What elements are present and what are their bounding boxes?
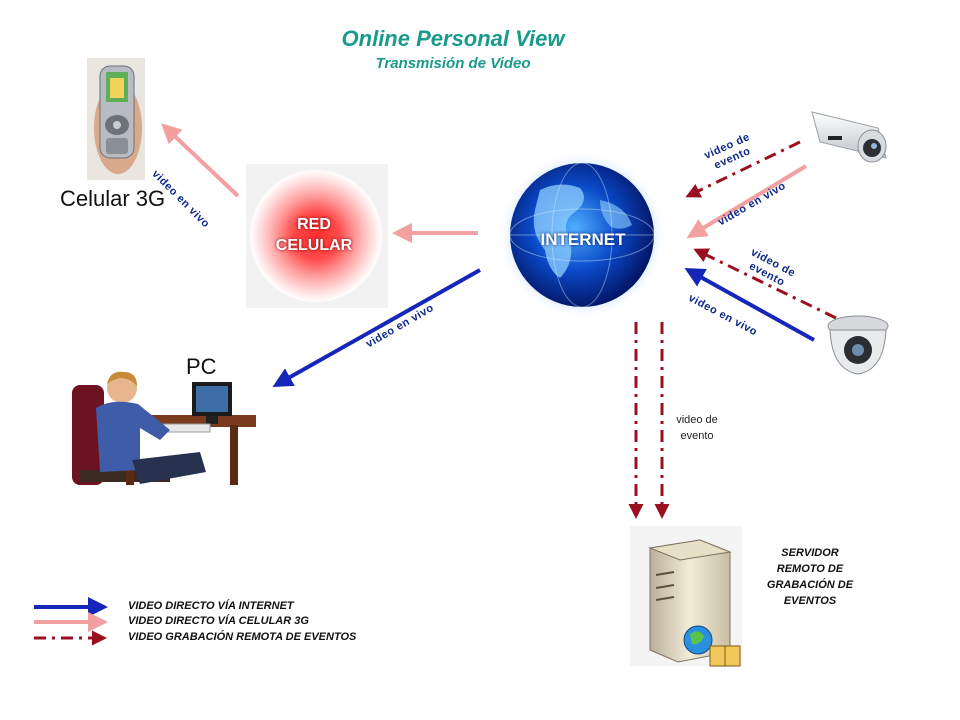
edge-label-server-event: video de evento: [676, 414, 718, 442]
server-label: SERVIDOR REMOTO DE GRABACIÓN DE EVENTOS: [766, 547, 854, 607]
edge-cam2-live: [684, 268, 815, 342]
pc-label: PC: [186, 354, 217, 379]
bullet-camera-icon: [811, 111, 887, 163]
legend-item-event: VIDEO GRABACIÓN REMOTA DE EVENTOS: [128, 631, 357, 643]
edge-cell-to-phone: [161, 123, 240, 198]
internet-globe-icon: [487, 148, 675, 319]
diagram-title: Online Personal View: [341, 26, 565, 51]
phone-label: Celular 3G: [60, 186, 166, 211]
diagram-subtitle: Transmisión de Video: [375, 55, 531, 72]
cellular-network-label: RED CELULAR: [275, 216, 353, 254]
edge-cam1-event: [685, 140, 801, 198]
edge-internet-to-pc: [272, 268, 481, 387]
legend-item-internet: VIDEO DIRECTO VÍA INTERNET: [128, 600, 294, 612]
cellular-network-icon: [246, 164, 388, 308]
phone-icon: [87, 58, 145, 180]
pc-user-icon: [72, 371, 256, 485]
internet-label: INTERNET: [540, 230, 626, 249]
edge-cam1-live: [686, 164, 808, 239]
legend-item-cellular: VIDEO DIRECTO VÍA CELULAR 3G: [128, 615, 309, 627]
server-icon: [630, 526, 742, 667]
dome-camera-icon: [827, 315, 889, 375]
